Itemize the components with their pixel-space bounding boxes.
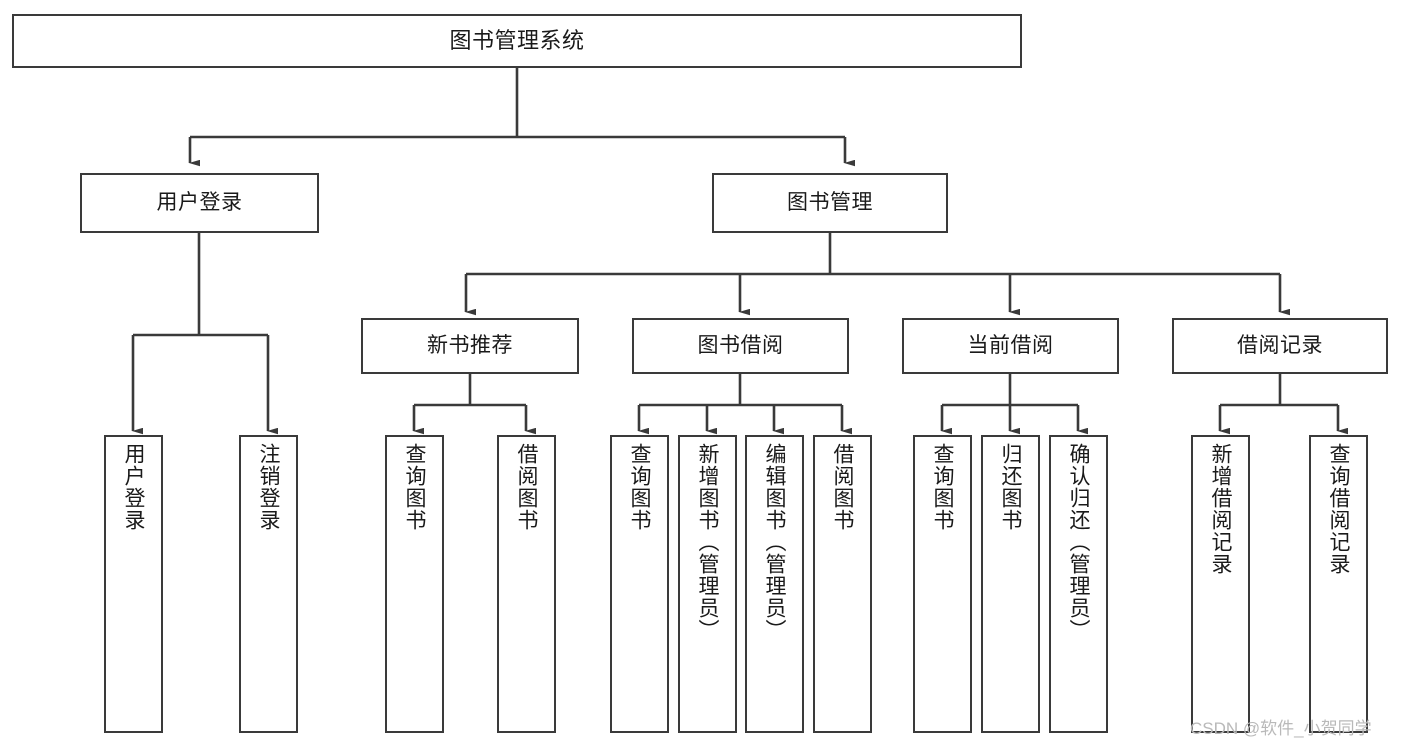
node-label: 查询借阅记录 — [1327, 443, 1351, 575]
node-label: 图书管理 — [787, 190, 873, 214]
leaf-borrow-record-query-record[interactable]: 查询借阅记录 — [1309, 435, 1368, 733]
node-label: 查询图书 — [403, 443, 427, 531]
node-label: 用户登录 — [156, 190, 243, 214]
node-book-management[interactable]: 图书管理 — [712, 173, 948, 233]
leaf-new-book-borrow-book[interactable]: 借阅图书 — [497, 435, 556, 733]
node-label: 查询图书 — [931, 443, 955, 531]
node-new-book-recommend[interactable]: 新书推荐 — [361, 318, 579, 374]
node-label: 图书借阅 — [697, 333, 784, 357]
leaf-new-book-query-book[interactable]: 查询图书 — [385, 435, 444, 733]
node-label: 新增图书（管理员） — [696, 443, 720, 641]
node-borrow-record[interactable]: 借阅记录 — [1172, 318, 1388, 374]
node-label: 当前借阅 — [967, 333, 1054, 357]
node-label: 借阅记录 — [1237, 333, 1323, 357]
node-label: 编辑图书（管理员） — [763, 443, 787, 641]
leaf-book-borrow-borrow-book[interactable]: 借阅图书 — [813, 435, 872, 733]
node-label: 新增借阅记录 — [1209, 443, 1233, 575]
node-book-borrow[interactable]: 图书借阅 — [632, 318, 849, 374]
leaf-user-login-login[interactable]: 用户登录 — [104, 435, 163, 733]
node-label: 查询图书 — [628, 443, 652, 531]
node-label: 注销登录 — [257, 443, 281, 531]
leaf-borrow-record-add-record[interactable]: 新增借阅记录 — [1191, 435, 1250, 733]
leaf-book-borrow-add-book-admin[interactable]: 新增图书（管理员） — [678, 435, 737, 733]
node-label: 用户登录 — [122, 443, 146, 531]
node-user-login[interactable]: 用户登录 — [80, 173, 319, 233]
node-label: 图书管理系统 — [449, 28, 585, 54]
leaf-current-borrow-return-book[interactable]: 归还图书 — [981, 435, 1040, 733]
leaf-book-borrow-edit-book-admin[interactable]: 编辑图书（管理员） — [745, 435, 804, 733]
leaf-book-borrow-query-book[interactable]: 查询图书 — [610, 435, 669, 733]
node-label: 确认归还（管理员） — [1067, 443, 1091, 641]
node-label: 新书推荐 — [427, 333, 513, 357]
leaf-current-borrow-query-book[interactable]: 查询图书 — [913, 435, 972, 733]
node-root-book-management-system[interactable]: 图书管理系统 — [12, 14, 1022, 68]
leaf-user-login-logout[interactable]: 注销登录 — [239, 435, 298, 733]
node-label: 借阅图书 — [515, 443, 539, 531]
node-current-borrow[interactable]: 当前借阅 — [902, 318, 1119, 374]
node-label: 归还图书 — [999, 443, 1023, 531]
leaf-current-borrow-confirm-return-admin[interactable]: 确认归还（管理员） — [1049, 435, 1108, 733]
node-label: 借阅图书 — [831, 443, 855, 531]
csdn-watermark: CSDN @软件_小贺同学 — [1190, 719, 1372, 738]
